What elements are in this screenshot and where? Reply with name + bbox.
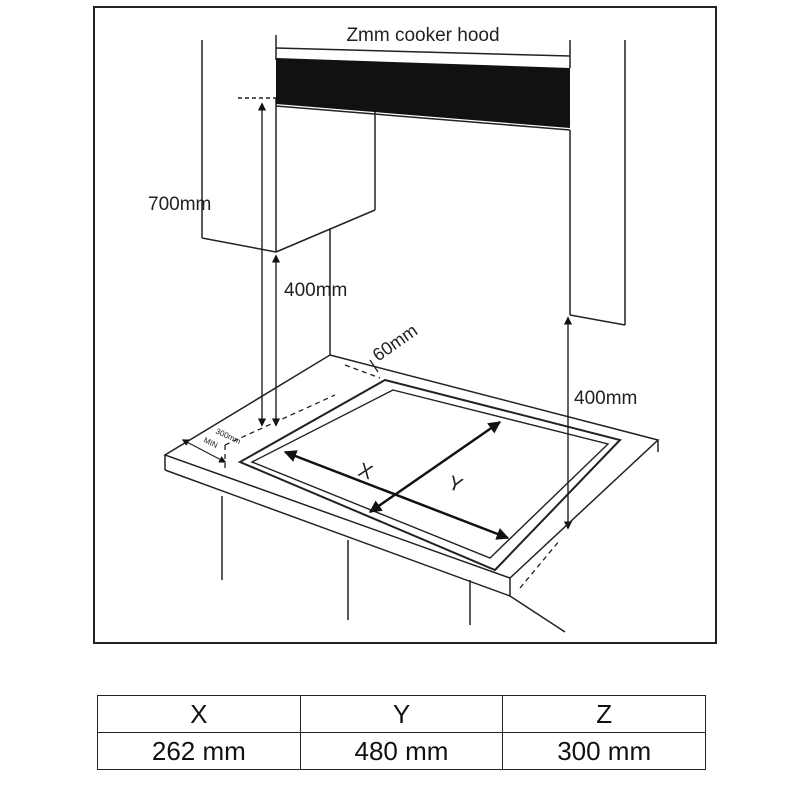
header-x: X [97, 695, 301, 733]
table-row: 262 mm 480 mm 300 mm [97, 732, 706, 770]
value-z: 300 mm [502, 732, 706, 770]
diagram-frame [93, 6, 717, 644]
dim-60-label: 60mm [369, 320, 421, 365]
dim-400-left-label: 400mm [284, 280, 347, 301]
axis-y-label: Y [445, 472, 465, 497]
dim-small-label-2: MIN [202, 436, 219, 450]
dim-400-right-label: 400mm [574, 388, 637, 409]
header-y: Y [299, 695, 504, 733]
installation-diagram: Zmm cooker hood 700mm 400mm 400mm [93, 6, 717, 644]
header-z: Z [502, 695, 706, 733]
cooktop [237, 378, 622, 572]
value-y: 480 mm [299, 732, 504, 770]
dim-small-line [181, 439, 227, 463]
cooker-hood [275, 58, 571, 131]
dim-60-line [369, 359, 379, 373]
hood-label: Zmm cooker hood [346, 25, 499, 46]
dim-700-label: 700mm [148, 194, 211, 215]
axis-x-label: X [355, 459, 375, 484]
xy-arrows [283, 420, 510, 540]
base-cabinet [221, 496, 471, 625]
dim-700-line [238, 97, 276, 427]
hood-width-dimension [275, 35, 571, 315]
table-header-row: X Y Z [97, 695, 706, 733]
wall-cabinet [275, 97, 376, 253]
value-x: 262 mm [97, 732, 301, 770]
dimensions-table: X Y Z 262 mm 480 mm 300 mm [97, 695, 706, 770]
